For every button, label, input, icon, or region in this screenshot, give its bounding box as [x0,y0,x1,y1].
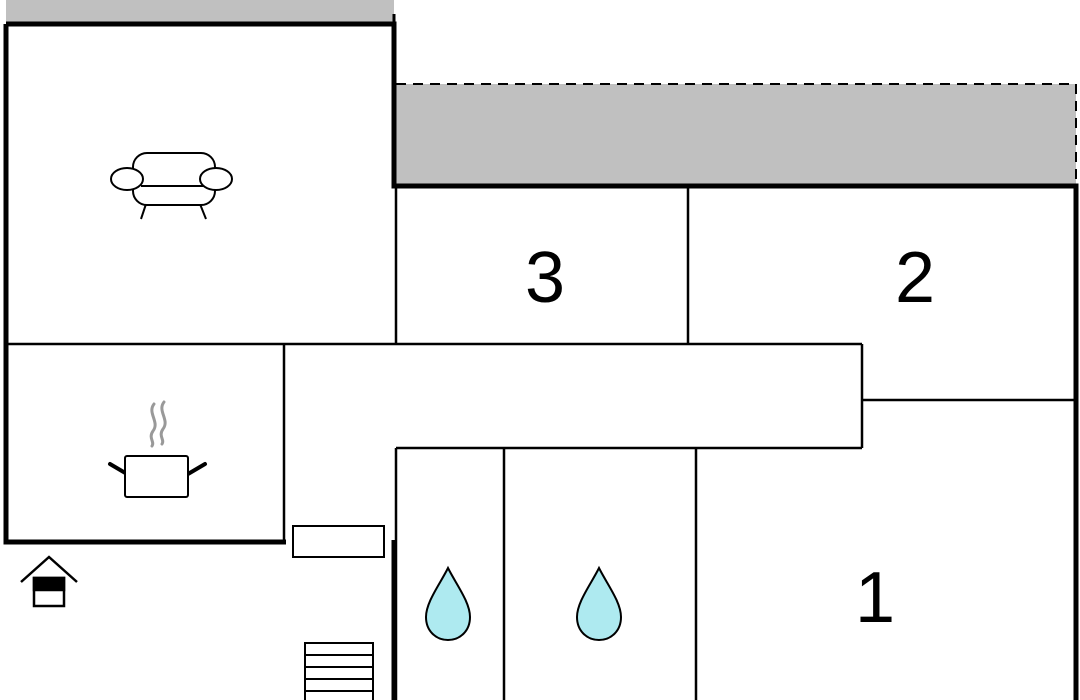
room-number-1: 1 [855,558,895,638]
terrace-right [396,84,1076,186]
window [292,525,385,558]
exterior-walls [3,21,1079,700]
water-drop-icon [575,565,623,642]
room-number-3: 3 [525,238,565,318]
water-drop-icon [424,565,472,642]
sofa-icon [110,152,233,220]
house-entrance-icon [20,555,78,608]
stairs-icon [304,642,374,700]
terrace-dashed-outline [396,83,1077,186]
room-number-2: 2 [895,238,935,318]
terrace-top-left [6,0,394,22]
cooking-pot-icon [108,400,207,498]
